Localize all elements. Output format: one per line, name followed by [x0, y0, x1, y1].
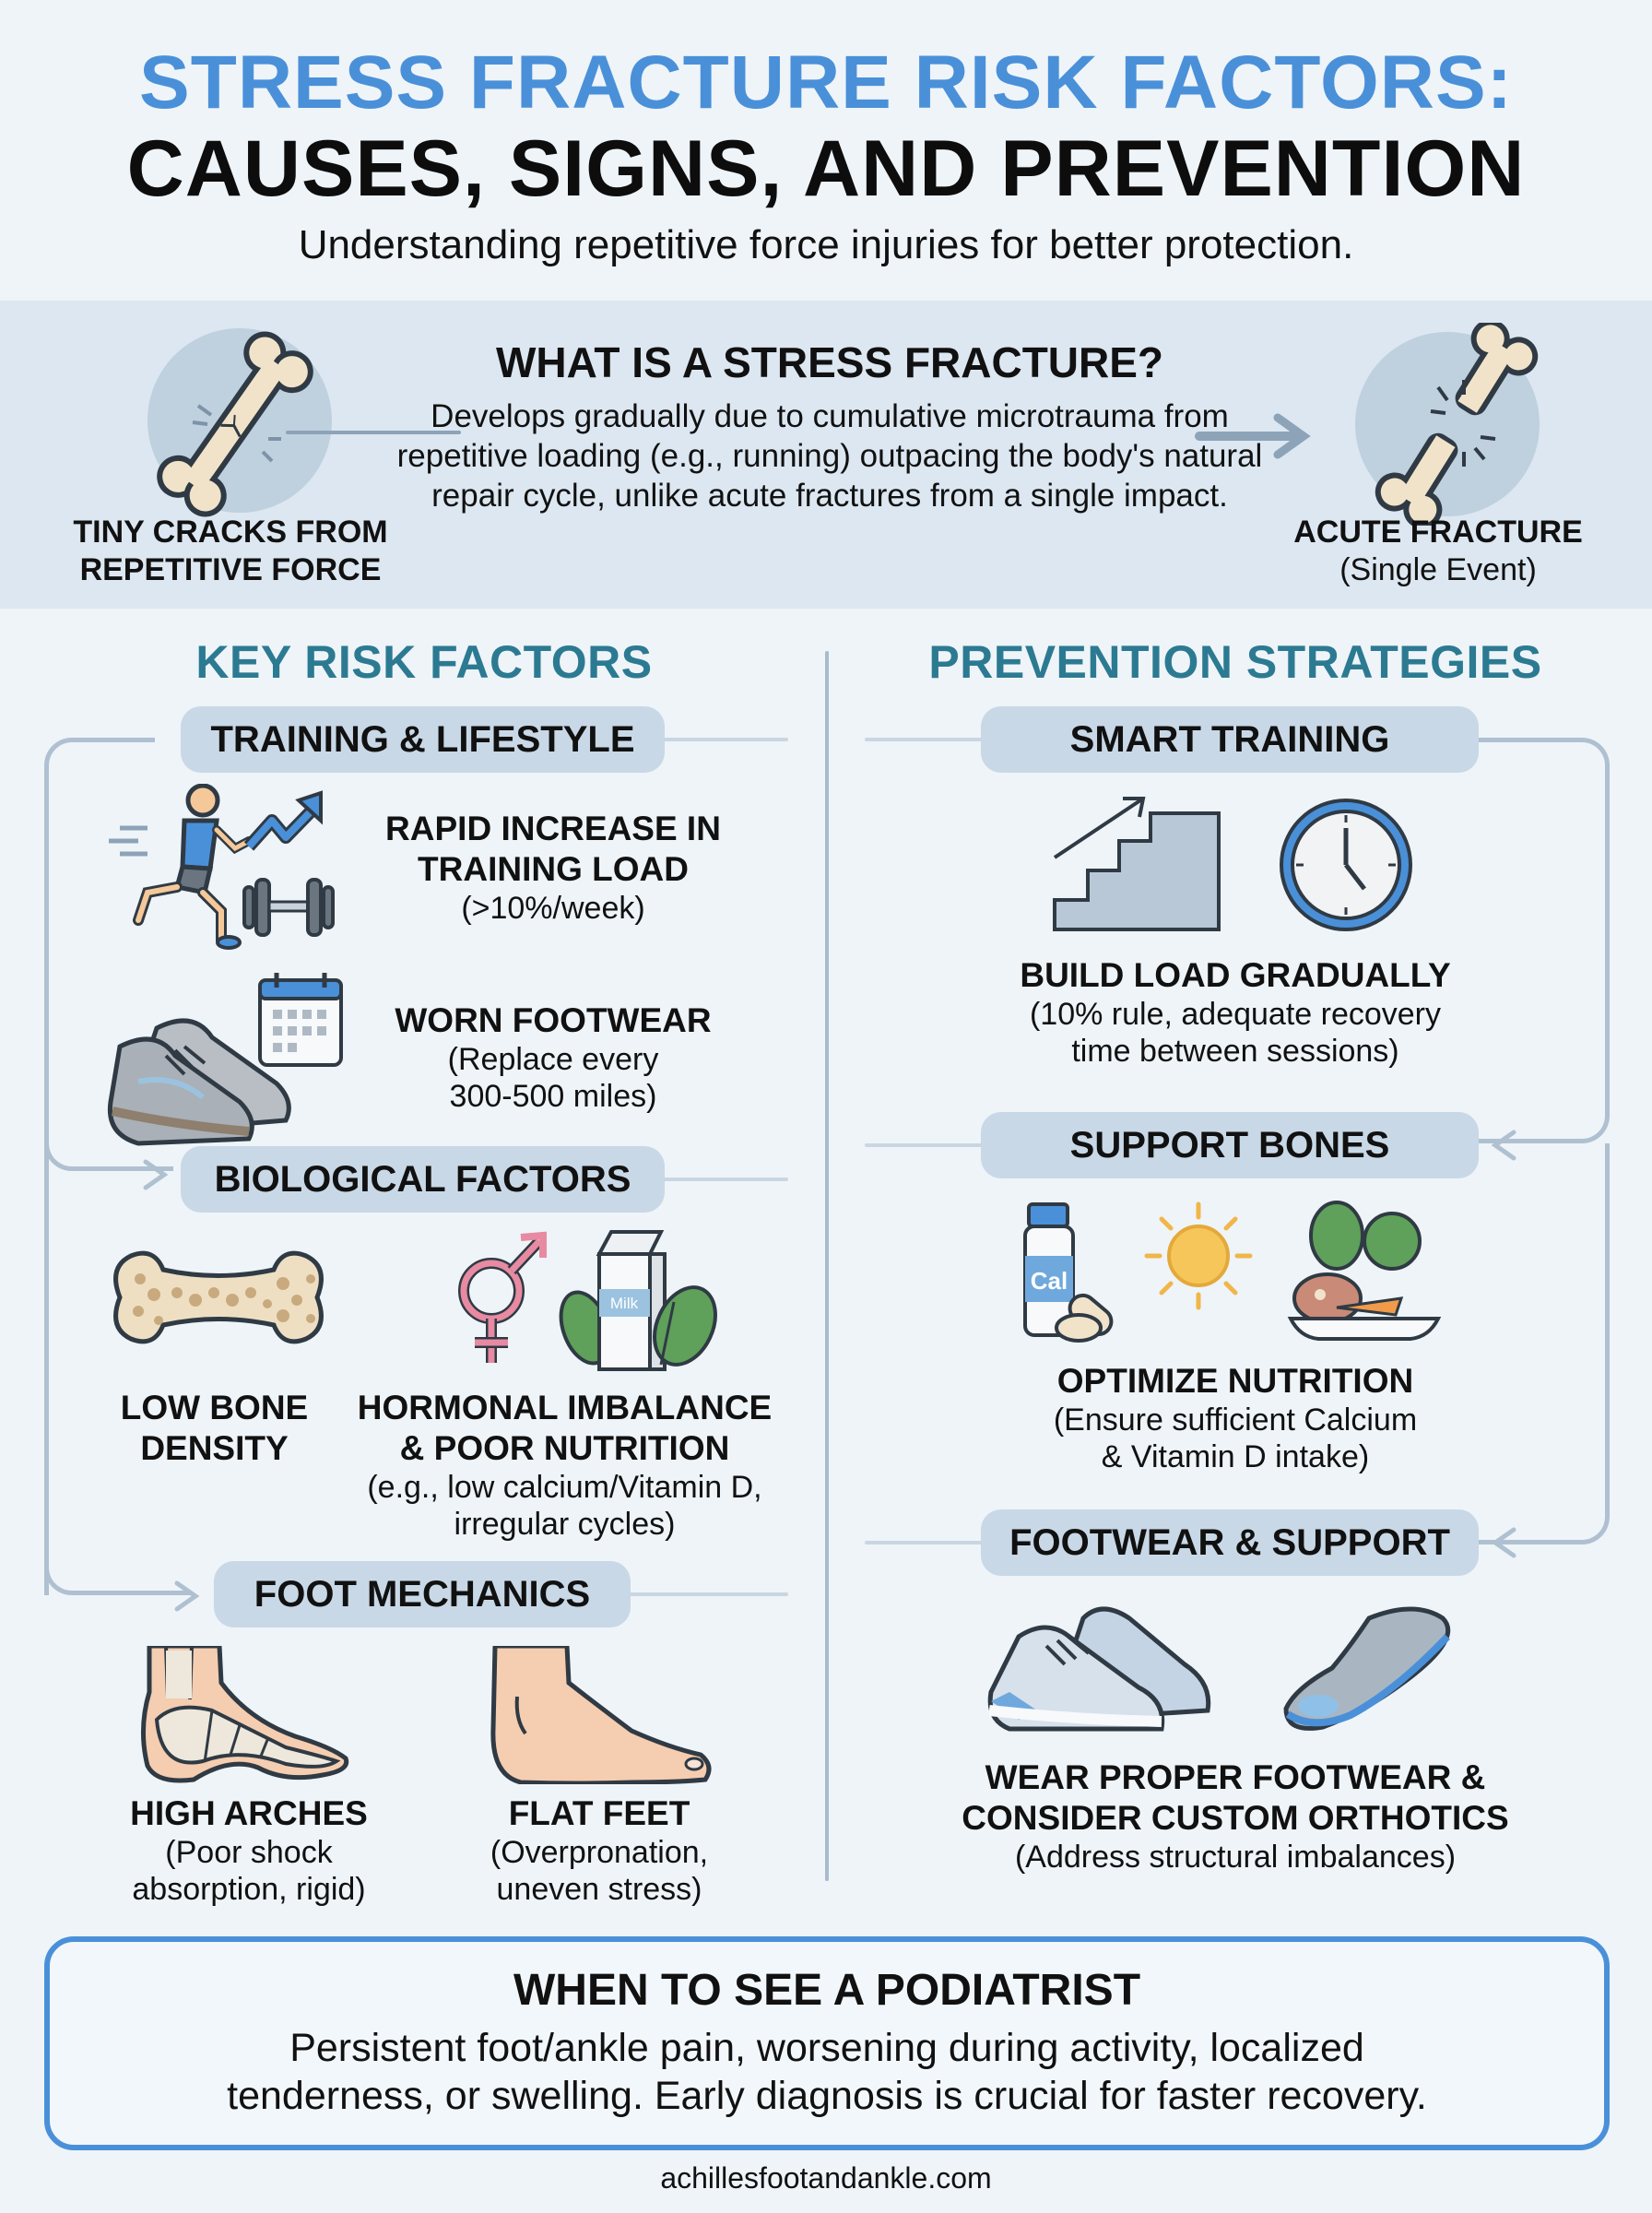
title-line-2: CAUSES, SIGNS, AND PREVENTION: [126, 124, 1526, 213]
svg-text:Cal: Cal: [1031, 1267, 1068, 1295]
risk-item-sub: uneven stress): [496, 1872, 702, 1907]
stress-fracture-label: TINY CRACKS FROM REPETITIVE FORCE: [55, 514, 406, 589]
risk-item-hormonal-nutrition: HORMONAL IMBALANCE & POOR NUTRITION (e.g…: [341, 1388, 788, 1543]
stress-fracture-label-line1: TINY CRACKS FROM: [73, 515, 388, 550]
banner-body: Develops gradually due to cumulative mic…: [396, 398, 1263, 514]
arrow-left-icon: [1486, 1524, 1523, 1561]
pill-line: [865, 1541, 983, 1544]
prevention-heading: PREVENTION STRATEGIES: [928, 636, 1542, 688]
prevention-item-build-load: BUILD LOAD GRADUALLY (10% rule, adequate…: [922, 955, 1549, 1070]
risk-item-title: WORN FOOTWEAR: [395, 1001, 712, 1039]
arrow-right-icon: [168, 1578, 205, 1615]
risk-item-sub: irregular cycles): [454, 1507, 676, 1542]
risk-item-sub: absorption, rigid): [132, 1872, 366, 1907]
podiatrist-body-line1: Persistent foot/ankle pain, worsening du…: [289, 2026, 1364, 2070]
group-pill-foot-mechanics: FOOT MECHANICS: [214, 1561, 631, 1627]
risk-item-sub: 300-500 miles): [449, 1079, 657, 1114]
group-pill-footwear-support: FOOTWEAR & SUPPORT: [981, 1509, 1479, 1576]
prevention-item-sub: & Vitamin D intake): [1101, 1439, 1370, 1474]
podiatrist-body-line2: tenderness, or swelling. Early diagnosis…: [227, 2074, 1427, 2118]
calcium-sun-food-icon: Cal: [1023, 1199, 1447, 1346]
podiatrist-title: WHEN TO SEE A PODIATRIST: [513, 1966, 1141, 2015]
prevention-item-sub: time between sessions): [1071, 1034, 1399, 1069]
acute-fracture-title: ACUTE FRACTURE: [1293, 515, 1583, 550]
risk-item-title: RAPID INCREASE IN: [385, 810, 721, 847]
title-line-1: STRESS FRACTURE RISK FACTORS:: [139, 41, 1513, 124]
risk-item-flat-feet: FLAT FEET (Overpronation, uneven stress): [433, 1793, 765, 1908]
prevention-connector-bracket-lower: [1475, 1143, 1610, 1544]
prevention-item-sub: (Ensure sufficient Calcium: [1053, 1402, 1418, 1438]
risk-item-title: DENSITY: [140, 1429, 289, 1467]
prevention-connector-bracket: [1475, 738, 1610, 1143]
risk-item-title: & POOR NUTRITION: [399, 1429, 730, 1467]
flat-foot-icon: [484, 1646, 714, 1784]
group-pill-biological-factors: BIOLOGICAL FACTORS: [181, 1146, 665, 1213]
pill-line: [664, 1178, 788, 1181]
risk-item-title: LOW BONE: [120, 1389, 309, 1426]
prevention-item-sub: (Address structural imbalances): [1014, 1840, 1457, 1875]
website-link[interactable]: achillesfootandankle.com: [660, 2161, 992, 2195]
risk-item-title: FLAT FEET: [508, 1794, 690, 1832]
risk-item-sub: (Replace every: [447, 1042, 659, 1077]
gender-milk-spinach-icon: Milk: [447, 1226, 733, 1374]
acute-fracture-label: ACUTE FRACTURE (Single Event): [1263, 514, 1613, 589]
pill-line: [865, 738, 983, 741]
prevention-item-sub: (10% rule, adequate recovery: [1029, 997, 1442, 1032]
pill-line: [664, 738, 788, 741]
column-divider: [825, 651, 829, 1881]
risk-factors-heading: KEY RISK FACTORS: [195, 636, 653, 688]
worn-shoes-calendar-icon: [101, 973, 350, 1148]
prevention-item-title: BUILD LOAD GRADUALLY: [1020, 956, 1451, 994]
group-pill-support-bones: SUPPORT BONES: [981, 1112, 1479, 1178]
group-pill-smart-training: SMART TRAINING: [981, 706, 1479, 773]
podiatrist-body: Persistent foot/ankle pain, worsening du…: [44, 2024, 1610, 2120]
banner-connector-line: [286, 431, 461, 434]
risk-item-sub: (>10%/week): [461, 891, 645, 926]
risk-item-low-bone-density: LOW BONE DENSITY: [92, 1388, 336, 1469]
connector-to-foot-mechanics: [44, 1558, 192, 1595]
high-arch-foot-icon: [138, 1646, 360, 1784]
arrow-right-icon: [136, 1156, 173, 1193]
arrow-left-icon: [1486, 1127, 1523, 1164]
group-pill-training-lifestyle: TRAINING & LIFESTYLE: [181, 706, 665, 773]
stairs-clock-icon: [1051, 793, 1420, 941]
prevention-item-footwear: WEAR PROPER FOOTWEAR & CONSIDER CUSTOM O…: [885, 1757, 1586, 1876]
prevention-item-title: CONSIDER CUSTOM ORTHOTICS: [962, 1799, 1509, 1837]
acute-fracture-sublabel: (Single Event): [1339, 552, 1537, 587]
risk-item-high-arches: HIGH ARCHES (Poor shock absorption, rigi…: [92, 1793, 406, 1908]
risk-item-training-load: RAPID INCREASE IN TRAINING LOAD (>10%/we…: [350, 809, 756, 927]
risk-item-title: HIGH ARCHES: [130, 1794, 368, 1832]
banner-title: WHAT IS A STRESS FRACTURE?: [495, 338, 1164, 386]
podiatrist-callout-box: [44, 1936, 1610, 2150]
stress-fracture-label-line2: REPETITIVE FORCE: [79, 552, 382, 587]
pill-line: [865, 1143, 983, 1147]
cracked-bone-icon: [134, 323, 336, 526]
risk-item-worn-footwear: WORN FOOTWEAR (Replace every 300-500 mil…: [350, 1000, 756, 1115]
svg-text:Milk: Milk: [610, 1295, 639, 1312]
runner-dumbbell-icon: [101, 784, 350, 950]
porous-bone-icon: [103, 1247, 334, 1348]
risk-item-title: HORMONAL IMBALANCE: [357, 1389, 773, 1426]
prevention-item-nutrition: OPTIMIZE NUTRITION (Ensure sufficient Ca…: [922, 1361, 1549, 1475]
risk-item-sub: (Overpronation,: [490, 1835, 709, 1870]
prevention-item-title: OPTIMIZE NUTRITION: [1056, 1362, 1414, 1400]
risk-item-sub: (Poor shock: [165, 1835, 333, 1870]
pill-line: [630, 1592, 788, 1596]
subtitle: Understanding repetitive force injuries …: [298, 222, 1354, 267]
shoes-insole-icon: [982, 1600, 1498, 1738]
prevention-item-title: WEAR PROPER FOOTWEAR &: [985, 1758, 1486, 1796]
risk-connector-bracket: [44, 738, 155, 1595]
arrow-right-icon: [1195, 413, 1315, 459]
broken-bone-icon: [1346, 323, 1567, 526]
risk-item-title: TRAINING LOAD: [418, 850, 689, 888]
risk-item-sub: (e.g., low calcium/Vitamin D,: [367, 1470, 762, 1505]
